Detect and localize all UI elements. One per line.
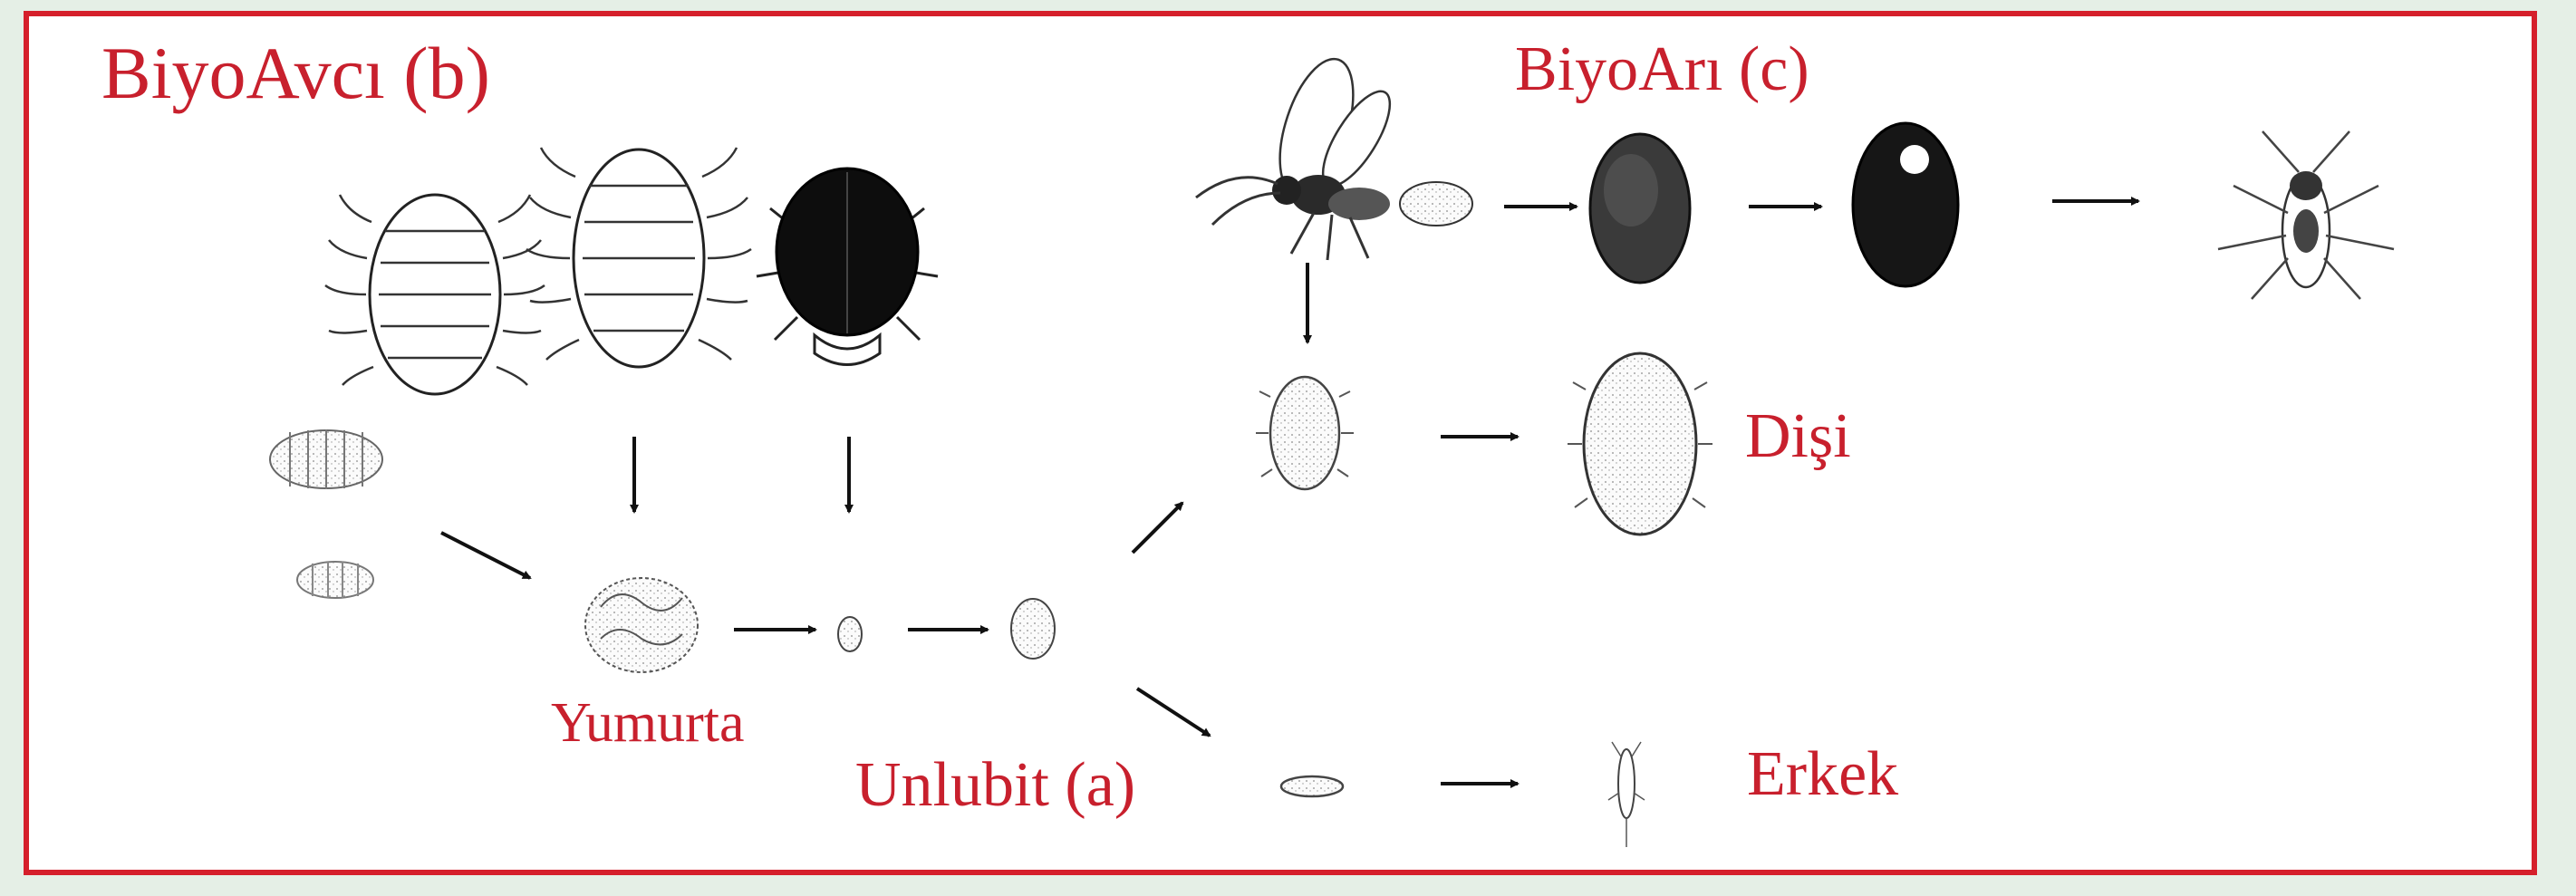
mealybug-icon — [1608, 742, 1645, 847]
mummy-icon — [1853, 123, 1958, 286]
male-label: Erkek — [1747, 743, 1898, 806]
parasitoid-wasp-icon — [2218, 131, 2394, 299]
mealybug-icon — [1256, 377, 1354, 489]
ladybird-larva-icon — [526, 148, 751, 367]
ladybird-adult-icon — [757, 169, 938, 365]
egg-mass-icon — [585, 578, 698, 672]
predator-label: BiyoAvcı (b) — [101, 36, 490, 111]
mealybug-icon — [1568, 353, 1713, 535]
ladybird-larva-icon — [325, 195, 545, 394]
ladybird-larva-icon — [297, 562, 373, 598]
ladybird-larva-icon — [270, 429, 382, 489]
parasitoid-wasp-icon — [1196, 50, 1472, 260]
egg-label: Yumurta — [551, 695, 745, 751]
mummy-icon — [1590, 134, 1690, 283]
mealybug-label: Unlubit (a) — [855, 754, 1135, 817]
female-label: Dişi — [1745, 405, 1851, 468]
mealybug-icon — [1281, 776, 1343, 796]
mealybug-icon — [838, 617, 862, 651]
wasp-label: BiyoArı (c) — [1515, 38, 1809, 101]
mealybug-icon — [1011, 599, 1055, 659]
